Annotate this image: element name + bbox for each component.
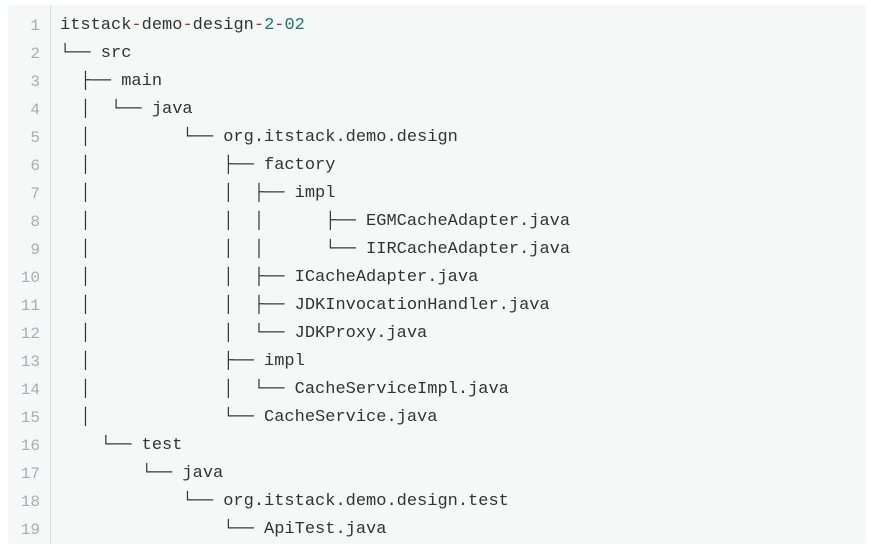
code-line: 6 │ ├── factory (8, 152, 866, 180)
code-segment: │ └── java (60, 100, 193, 119)
code-segment: demo (141, 16, 183, 35)
code-text: ├── main (51, 68, 866, 96)
code-block-panel: 1 itstack-demo-design-2-02 2 └── src 3 ├… (8, 5, 866, 544)
gutter-column (8, 5, 51, 12)
line-number: 12 (8, 320, 51, 348)
code-segment: │ ├── impl (60, 352, 305, 371)
gutter-top-spacer (8, 5, 866, 12)
line-number: 2 (8, 40, 51, 68)
code-segment: │ │ ├── ICacheAdapter.java (60, 268, 479, 287)
line-number: 19 (8, 516, 51, 544)
code-line: 12 │ │ └── JDKProxy.java (8, 320, 866, 348)
code-line: 5 │ └── org.itstack.demo.design (8, 124, 866, 152)
line-number: 13 (8, 348, 51, 376)
line-number: 3 (8, 68, 51, 96)
code-text: │ ├── factory (51, 152, 866, 180)
line-number: 9 (8, 236, 51, 264)
code-text: │ │ └── CacheServiceImpl.java (51, 376, 866, 404)
code-line: 17 └── java (8, 460, 866, 488)
code-text: └── java (51, 460, 866, 488)
code-text: itstack-demo-design-2-02 (51, 12, 866, 40)
code-segment: 2 (264, 16, 275, 35)
code-line: 4 │ └── java (8, 96, 866, 124)
code-segment: └── test (60, 436, 183, 455)
code-lines-container: 1 itstack-demo-design-2-02 2 └── src 3 ├… (8, 12, 866, 544)
code-text: │ │ ├── ICacheAdapter.java (51, 264, 866, 292)
line-number: 11 (8, 292, 51, 320)
code-text: │ └── java (51, 96, 866, 124)
line-number: 15 (8, 404, 51, 432)
code-text: │ │ ├── impl (51, 180, 866, 208)
code-line: 3 ├── main (8, 68, 866, 96)
code-segment: │ │ │ ├── EGMCacheAdapter.java (60, 212, 571, 231)
line-number: 8 (8, 208, 51, 236)
code-text: │ └── CacheService.java (51, 404, 866, 432)
code-segment: │ │ └── JDKProxy.java (60, 324, 428, 343)
code-line: 19 └── ApiTest.java (8, 516, 866, 544)
line-number: 14 (8, 376, 51, 404)
code-line: 7 │ │ ├── impl (8, 180, 866, 208)
code-line: 2 └── src (8, 40, 866, 68)
line-number: 1 (8, 12, 51, 40)
code-segment: │ ├── factory (60, 156, 336, 175)
code-segment: │ └── org.itstack.demo.design (60, 128, 458, 147)
code-segment: └── ApiTest.java (60, 520, 387, 539)
code-text: └── src (51, 40, 866, 68)
code-line: 1 itstack-demo-design-2-02 (8, 12, 866, 40)
code-text: └── test (51, 432, 866, 460)
code-line: 11 │ │ ├── JDKInvocationHandler.java (8, 292, 866, 320)
code-segment: itstack (60, 16, 132, 35)
line-number: 17 (8, 460, 51, 488)
code-segment: design (192, 16, 254, 35)
line-number: 6 (8, 152, 51, 180)
code-text: │ │ │ └── IIRCacheAdapter.java (51, 236, 866, 264)
code-text: │ │ └── JDKProxy.java (51, 320, 866, 348)
code-segment: │ │ ├── impl (60, 184, 336, 203)
line-number: 5 (8, 124, 51, 152)
code-segment: - (131, 16, 142, 35)
code-text: │ │ │ ├── EGMCacheAdapter.java (51, 208, 866, 236)
line-number: 18 (8, 488, 51, 516)
code-segment: └── src (60, 44, 132, 63)
code-line: 9 │ │ │ └── IIRCacheAdapter.java (8, 236, 866, 264)
code-text: │ │ ├── JDKInvocationHandler.java (51, 292, 866, 320)
code-line: 14 │ │ └── CacheServiceImpl.java (8, 376, 866, 404)
code-segment: - (182, 16, 193, 35)
code-segment: └── java (60, 464, 224, 483)
code-line: 13 │ ├── impl (8, 348, 866, 376)
line-number: 10 (8, 264, 51, 292)
line-number: 16 (8, 432, 51, 460)
code-text: │ └── org.itstack.demo.design (51, 124, 866, 152)
code-text: │ ├── impl (51, 348, 866, 376)
code-segment: ├── main (60, 72, 163, 91)
code-text: └── ApiTest.java (51, 516, 866, 544)
code-segment: │ │ └── CacheServiceImpl.java (60, 380, 509, 399)
line-number: 7 (8, 180, 51, 208)
code-segment: └── org.itstack.demo.design.test (60, 492, 509, 511)
code-text: └── org.itstack.demo.design.test (51, 488, 866, 516)
code-line: 10 │ │ ├── ICacheAdapter.java (8, 264, 866, 292)
code-segment: │ └── CacheService.java (60, 408, 438, 427)
code-segment: │ │ │ └── IIRCacheAdapter.java (60, 240, 571, 259)
code-line: 15 │ └── CacheService.java (8, 404, 866, 432)
code-segment: - (274, 16, 285, 35)
code-segment: 02 (284, 16, 305, 35)
code-line: 16 └── test (8, 432, 866, 460)
code-line: 8 │ │ │ ├── EGMCacheAdapter.java (8, 208, 866, 236)
code-line: 18 └── org.itstack.demo.design.test (8, 488, 866, 516)
code-segment: │ │ ├── JDKInvocationHandler.java (60, 296, 550, 315)
line-number: 4 (8, 96, 51, 124)
code-segment: - (253, 16, 265, 35)
